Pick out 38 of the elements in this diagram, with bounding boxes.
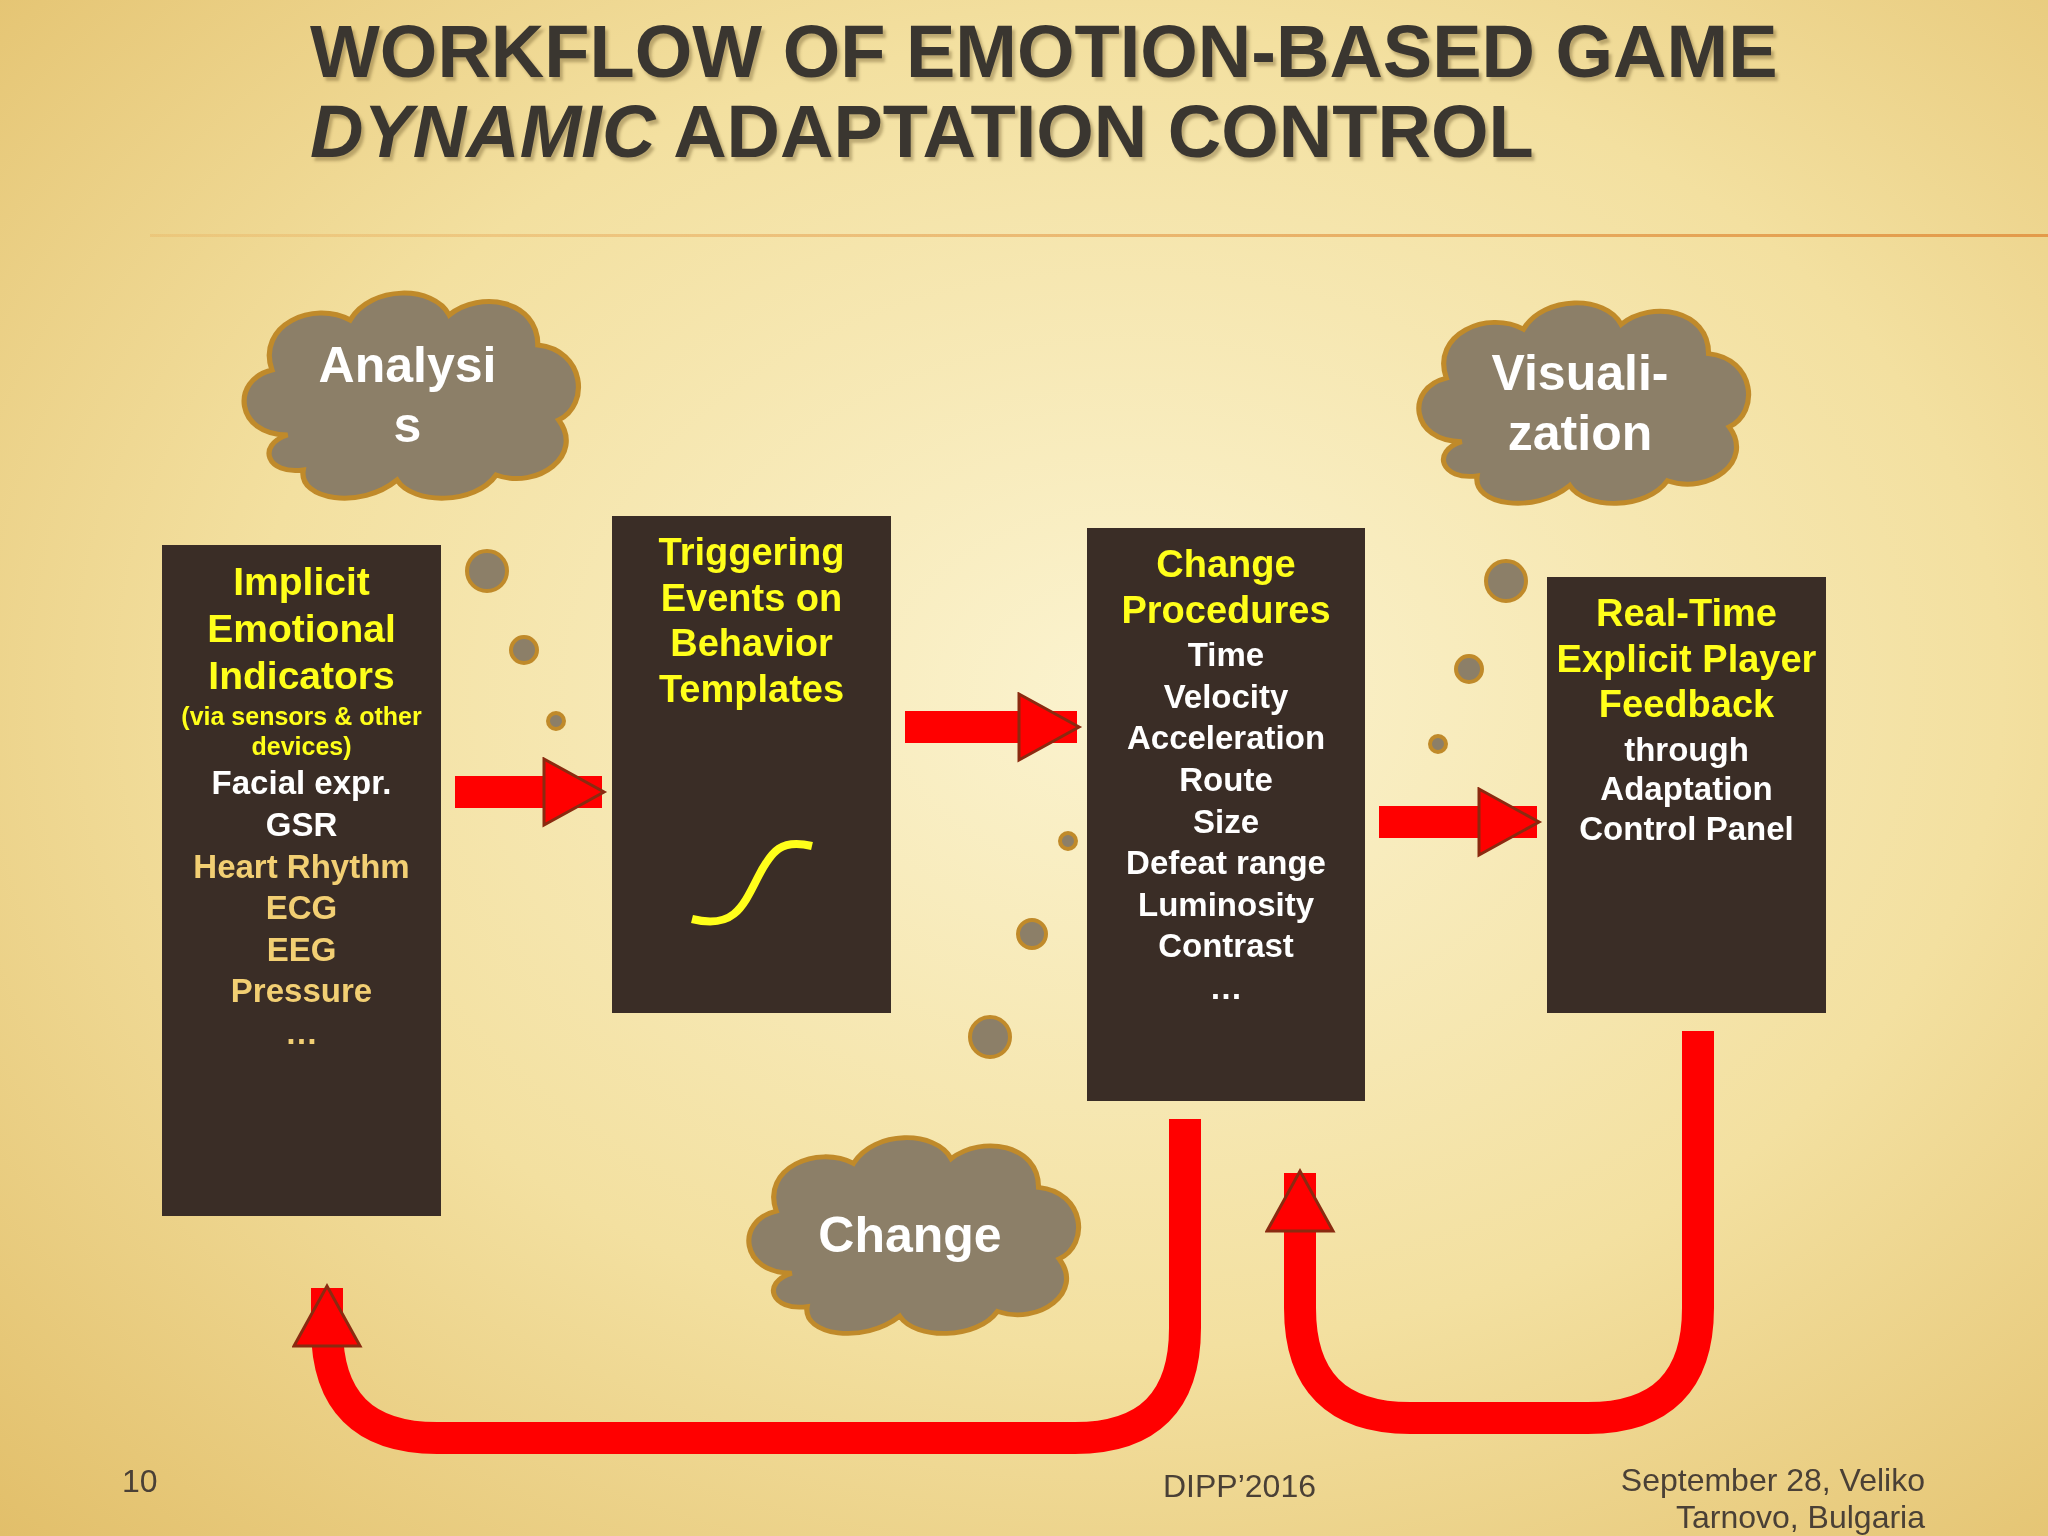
box-heading: Change Procedures bbox=[1120, 542, 1332, 633]
footer-text: DIPP’2016 bbox=[1163, 1468, 1317, 1505]
cloud-label: Visuali- zation bbox=[1490, 343, 1670, 463]
box-text: Route bbox=[1179, 759, 1273, 800]
box-heading: Implicit Emotional Indicators bbox=[206, 559, 397, 699]
process-box bbox=[612, 516, 891, 1013]
box-text: … bbox=[285, 1012, 318, 1053]
block-arrow bbox=[905, 692, 1081, 762]
slide-title: WORKFLOW OF EMOTION-BASED GAME DYNAMIC ADAPTATION CONTROL bbox=[310, 12, 1779, 172]
box-heading: Real-Time Explicit Player Feedback bbox=[1555, 591, 1818, 728]
cloud-label: Change bbox=[817, 1206, 1003, 1265]
box-text: Luminosity bbox=[1138, 884, 1314, 925]
box-text: EEG bbox=[266, 929, 337, 970]
box-text: Contrast bbox=[1158, 926, 1294, 966]
box-text: Acceleration bbox=[1126, 718, 1326, 758]
box-text: Defeat range bbox=[1126, 843, 1326, 883]
box-text: GSR bbox=[265, 805, 338, 845]
block-arrow bbox=[292, 1119, 1201, 1454]
footer-text: September 28, Veliko Tarnovo, Bulgaria bbox=[1619, 1462, 1925, 1536]
block-arrow bbox=[1379, 787, 1541, 857]
process-box bbox=[1547, 577, 1826, 1013]
process-box bbox=[1087, 528, 1365, 1101]
box-text: ECG bbox=[265, 888, 338, 928]
box-text: through Adaptation Control Panel bbox=[1578, 729, 1795, 849]
page-number: 10 bbox=[122, 1463, 159, 1500]
block-arrow bbox=[455, 757, 606, 827]
process-box bbox=[162, 545, 441, 1216]
box-text: Pressure bbox=[230, 971, 373, 1011]
box-text: … bbox=[1209, 967, 1243, 1008]
box-heading: Triggering Events on Behavior Templates bbox=[657, 530, 846, 712]
box-text: Time bbox=[1187, 635, 1265, 675]
box-text: Size bbox=[1192, 801, 1259, 842]
box-text: Velocity bbox=[1163, 676, 1289, 717]
cloud-label: Analysi s bbox=[317, 336, 498, 455]
box-text: Facial expr. bbox=[211, 763, 392, 803]
box-text: (via sensors & other devices) bbox=[180, 701, 423, 762]
block-arrow bbox=[1265, 1031, 1714, 1434]
box-text: Heart Rhythm bbox=[193, 846, 410, 887]
